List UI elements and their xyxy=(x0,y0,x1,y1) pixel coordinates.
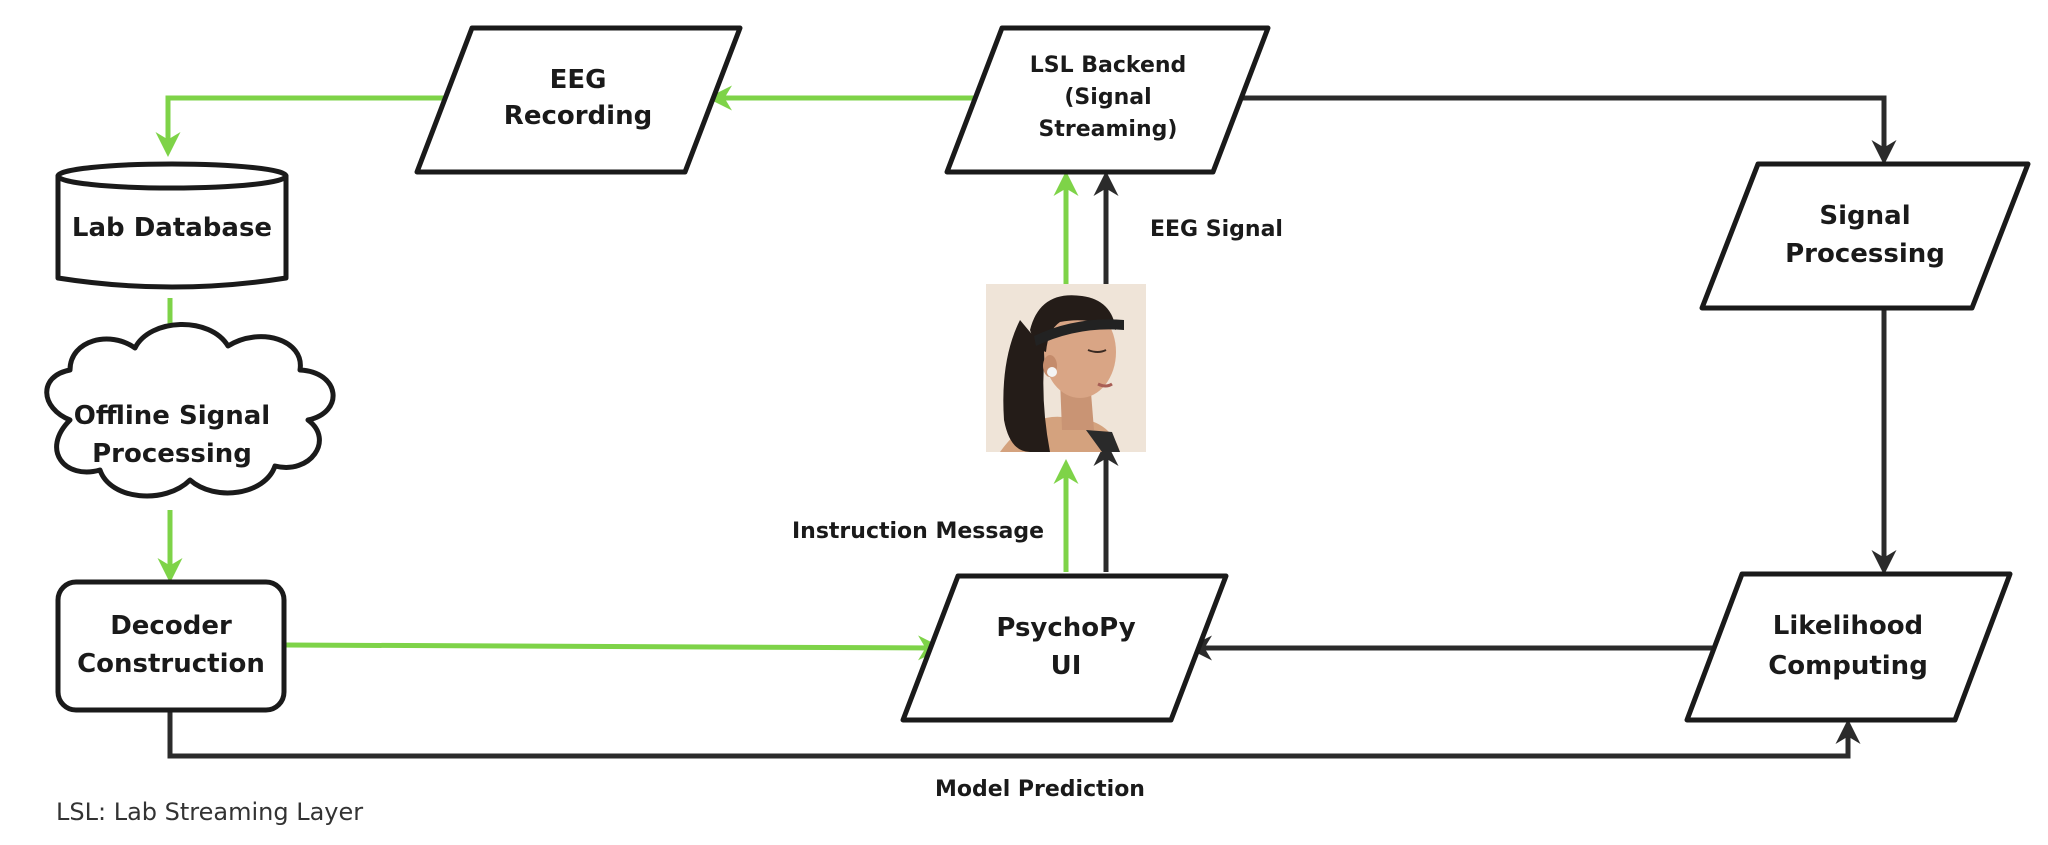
eeg-recording-label-line2: Recording xyxy=(504,101,652,131)
node-signal-processing[interactable]: Signal Processing xyxy=(1699,161,2031,311)
node-likelihood-computing[interactable]: Likelihood Computing xyxy=(1684,571,2013,723)
edge-label-eeg-signal: EEG Signal xyxy=(1150,217,1283,242)
decoder-construction-label-line1: Decoder xyxy=(110,611,232,641)
lab-database-label: Lab Database xyxy=(72,213,272,243)
signal-processing-label-line1: Signal xyxy=(1819,201,1910,231)
edge-decoder-to-likelihood-model-prediction xyxy=(167,712,1861,759)
person-with-eeg-headband-icon xyxy=(986,284,1146,452)
psychopy-ui-label-line1: PsychoPy xyxy=(996,613,1135,643)
edge-label-model-prediction: Model Prediction xyxy=(935,777,1145,802)
signal-processing-label-line2: Processing xyxy=(1785,239,1945,269)
edge-label-instruction-message: Instruction Message xyxy=(792,519,1044,544)
offline-signal-processing-label-line1: Offline Signal xyxy=(74,401,270,431)
edge-lsl-to-signal-processing xyxy=(1236,95,1897,165)
node-lsl-backend[interactable]: LSL Backend (Signal Streaming) xyxy=(944,25,1271,175)
lsl-backend-label-line2: (Signal xyxy=(1064,85,1151,110)
node-decoder-construction[interactable]: Decoder Construction xyxy=(55,579,287,713)
lsl-backend-label-line3: Streaming) xyxy=(1039,117,1178,142)
psychopy-ui-label-line2: UI xyxy=(1051,651,1082,681)
node-lab-database[interactable]: Lab Database xyxy=(55,161,289,290)
likelihood-computing-label-line2: Computing xyxy=(1768,651,1928,681)
node-offline-signal-processing[interactable]: Offline Signal Processing xyxy=(44,322,336,499)
node-psychopy-ui[interactable]: PsychoPy UI xyxy=(900,573,1229,723)
node-eeg-recording[interactable]: EEG Recording xyxy=(414,25,743,175)
likelihood-computing-label-line1: Likelihood xyxy=(1773,611,1923,641)
offline-signal-processing-label-line2: Processing xyxy=(92,439,252,469)
eeg-recording-label-line1: EEG xyxy=(550,65,607,95)
edge-decoder-to-psychopy xyxy=(285,635,943,661)
decoder-construction-label-line2: Construction xyxy=(77,649,265,679)
lsl-backend-label-line1: LSL Backend xyxy=(1030,53,1187,78)
footnote: LSL: Lab Streaming Layer xyxy=(56,798,363,826)
edge-eeg-recording-to-lab-database xyxy=(155,95,452,157)
